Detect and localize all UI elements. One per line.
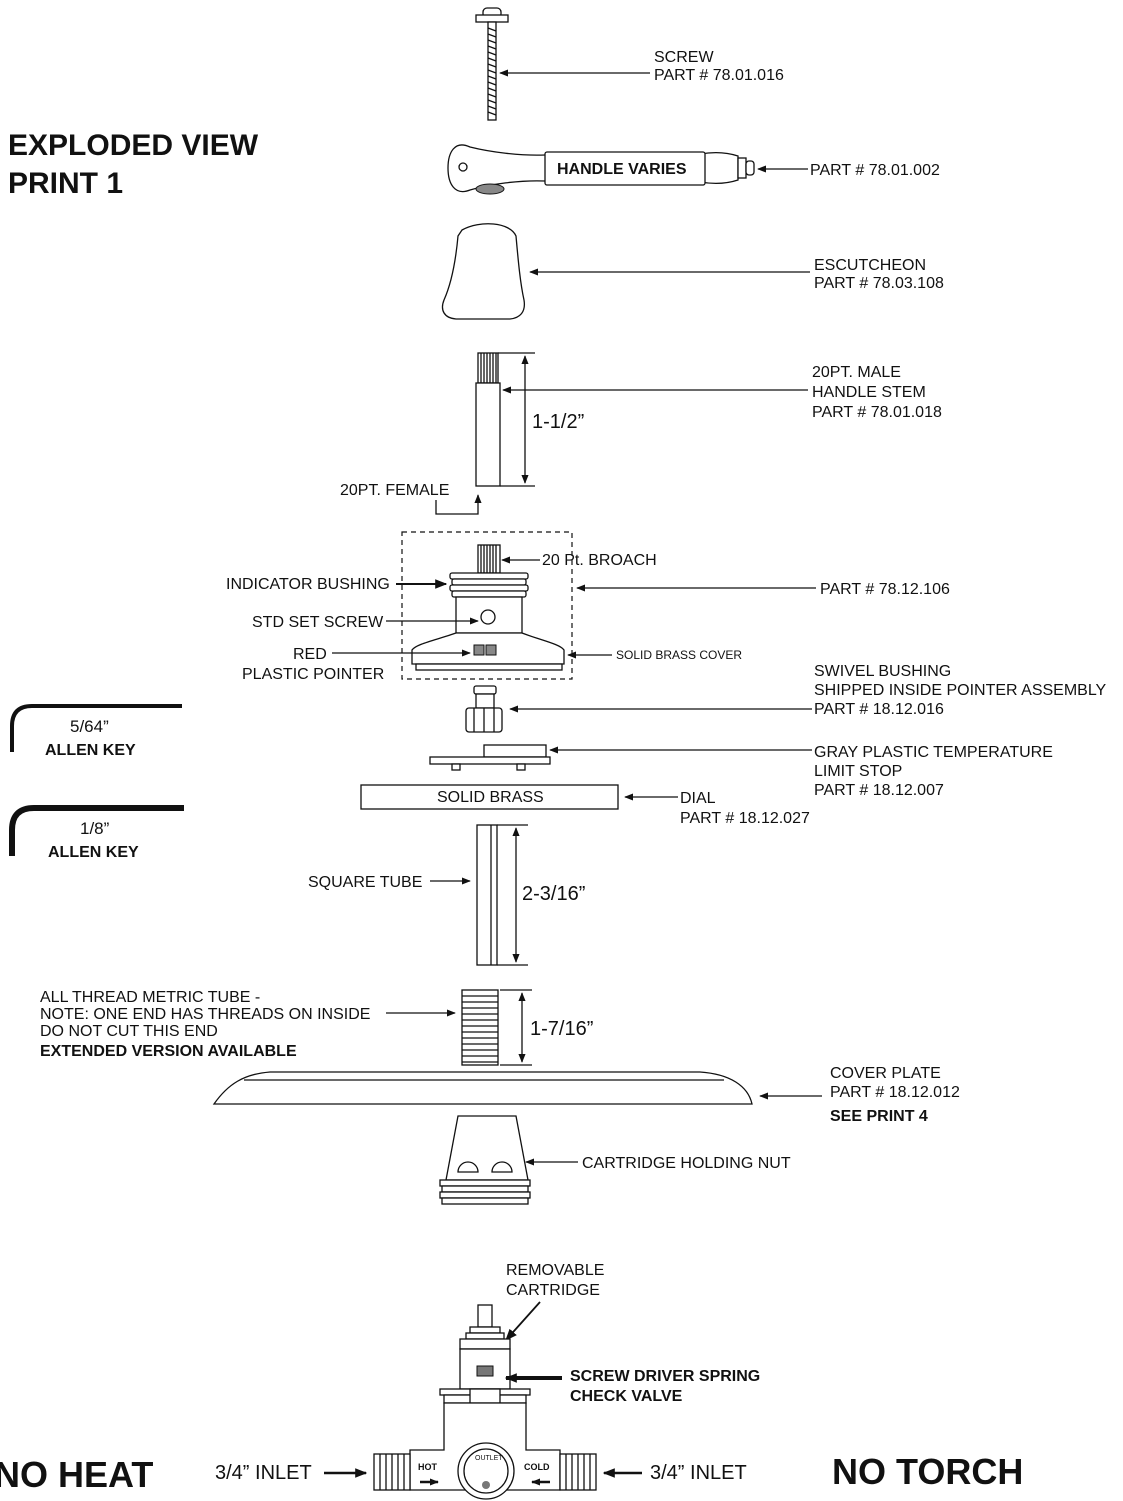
- square-tube-label: SQUARE TUBE: [308, 874, 422, 891]
- square-tube-part: [476, 824, 498, 966]
- metric-tube-dim-label: 1-7/16”: [530, 1018, 593, 1040]
- allen-key-5-64-icon: [10, 704, 182, 752]
- inlet-right-label: 3/4” INLET: [650, 1462, 747, 1484]
- handle-stem-part: [475, 352, 501, 487]
- dial-part-label: PART # 18.12.027: [680, 810, 810, 827]
- handle-inner-label: HANDLE VARIES: [557, 161, 687, 178]
- limit-stop-part-label: PART # 18.12.007: [814, 782, 944, 799]
- stem-female-label: 20PT. FEMALE: [340, 482, 449, 499]
- escutcheon-part: [441, 223, 526, 320]
- set-screw-label: STD SET SCREW: [252, 614, 384, 631]
- square-tube-dim-label: 2-3/16”: [522, 883, 585, 905]
- stem-female-leader: [435, 494, 482, 515]
- dial-part: [360, 784, 619, 810]
- pointer-label-1: RED: [293, 646, 327, 663]
- valve-hot-label: HOT: [418, 1462, 438, 1472]
- cover-plate-part-label: PART # 18.12.012: [830, 1084, 960, 1101]
- cover-plate-part: [212, 1071, 753, 1105]
- stem-dim-label: 1-1/2”: [532, 411, 584, 433]
- pointer-assembly-part: [411, 544, 565, 671]
- indicator-bushing-label: INDICATOR BUSHING: [226, 576, 390, 593]
- valve-body-part: [373, 1304, 597, 1500]
- cartridge-label-2: CARTRIDGE: [506, 1282, 600, 1299]
- screw-name-label: SCREW: [654, 49, 714, 66]
- holding-nut-label: CARTRIDGE HOLDING NUT: [582, 1155, 791, 1172]
- escutcheon-name-label: ESCUTCHEON: [814, 257, 926, 274]
- limit-stop-label-2: LIMIT STOP: [814, 763, 902, 780]
- valve-cold-label: COLD: [524, 1462, 550, 1472]
- limit-stop-label-1: GRAY PLASTIC TEMPERATURE: [814, 744, 1053, 761]
- broach-label: 20 Pt. BROACH: [542, 552, 657, 569]
- allen-key-1-size: 5/64”: [70, 717, 109, 736]
- no-heat-warning: NO HEAT: [0, 1454, 153, 1495]
- swivel-label-1: SWIVEL BUSHING: [814, 663, 951, 680]
- metric-tube-part: [461, 989, 499, 1066]
- dial-inner-label: SOLID BRASS: [437, 789, 544, 806]
- swivel-bushing-part: [465, 685, 503, 733]
- allen-key-2-size: 1/8”: [80, 819, 110, 838]
- handle-part-label: PART # 78.01.002: [810, 162, 940, 179]
- allen-key-1-name: ALLEN KEY: [45, 742, 136, 759]
- pointer-assembly-outline: [401, 531, 573, 680]
- pointer-label-2: PLASTIC POINTER: [242, 666, 384, 683]
- title-line-1: EXPLODED VIEW: [8, 129, 259, 162]
- escutcheon-part-label: PART # 78.03.108: [814, 275, 944, 292]
- metric-tube-label-4: EXTENDED VERSION AVAILABLE: [40, 1043, 297, 1060]
- check-valve-label-1: SCREW DRIVER SPRING: [570, 1368, 760, 1385]
- assembly-part-label: PART # 78.12.106: [820, 581, 950, 598]
- cover-plate-see-label: SEE PRINT 4: [830, 1108, 928, 1125]
- cartridge-leader: [505, 1301, 541, 1341]
- swivel-label-2: SHIPPED INSIDE POINTER ASSEMBLY: [814, 682, 1107, 699]
- screw-part-label: PART # 78.01.016: [654, 67, 784, 84]
- dial-name-label: DIAL: [680, 790, 716, 807]
- allen-key-2-name: ALLEN KEY: [48, 844, 139, 861]
- inlet-left-label: 3/4” INLET: [215, 1462, 312, 1484]
- cover-label: SOLID BRASS COVER: [616, 648, 742, 662]
- cartridge-label-1: REMOVABLE: [506, 1262, 604, 1279]
- stem-male-label-1: 20PT. MALE: [812, 364, 901, 381]
- check-valve-label-2: CHECK VALVE: [570, 1388, 683, 1405]
- valve-outlet-label: OUTLET: [475, 1455, 503, 1462]
- metric-tube-label-3: DO NOT CUT THIS END: [40, 1023, 218, 1040]
- stem-male-label-2: HANDLE STEM: [812, 384, 926, 401]
- swivel-part-label: PART # 18.12.016: [814, 701, 944, 718]
- screw-part: [475, 7, 509, 121]
- handle-part: [447, 144, 755, 195]
- metric-tube-label-2: NOTE: ONE END HAS THREADS ON INSIDE: [40, 1006, 370, 1023]
- no-torch-warning: NO TORCH: [832, 1451, 1023, 1492]
- cover-plate-name-label: COVER PLATE: [830, 1065, 941, 1082]
- stem-part-label: PART # 78.01.018: [812, 404, 942, 421]
- metric-tube-label-1: ALL THREAD METRIC TUBE -: [40, 989, 260, 1006]
- allen-key-1-8-icon: [9, 805, 184, 856]
- limit-stop-part: [429, 744, 551, 771]
- holding-nut-part: [439, 1115, 531, 1205]
- title-line-2: PRINT 1: [8, 167, 123, 200]
